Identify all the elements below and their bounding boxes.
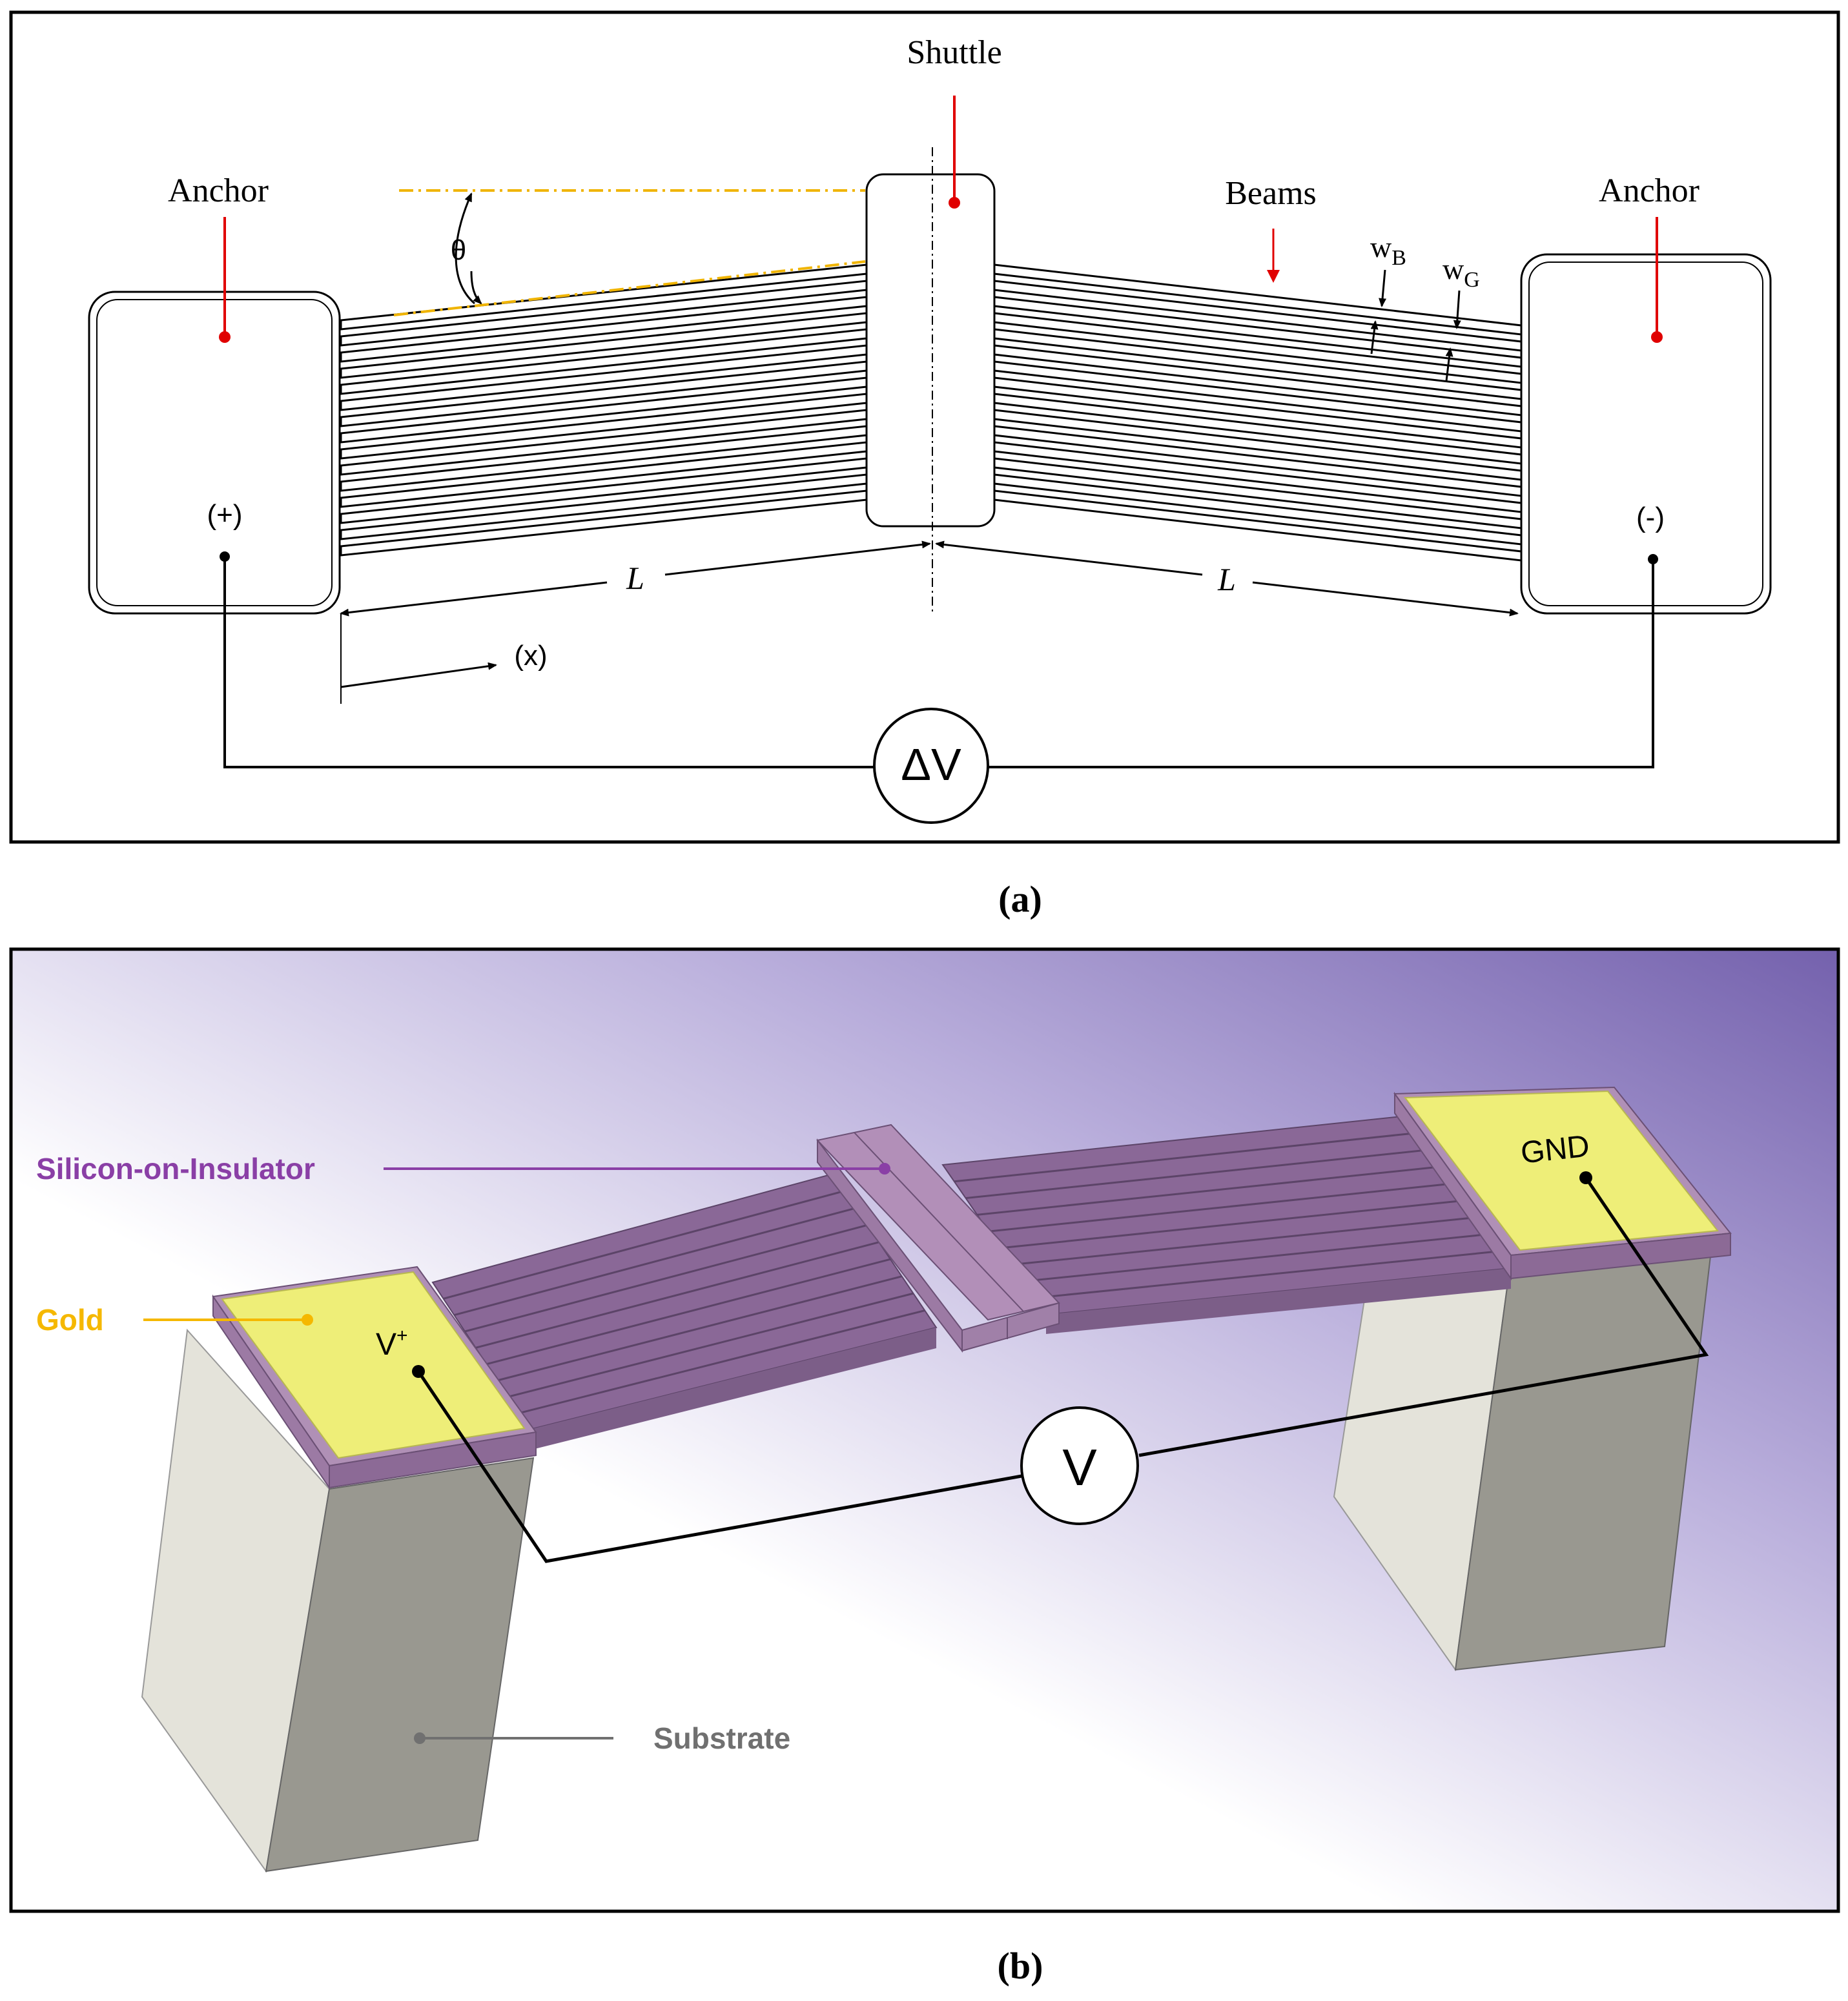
shuttle-block bbox=[816, 1124, 1060, 1353]
substrate-callout-dot bbox=[414, 1732, 426, 1744]
beam-stripe bbox=[977, 1165, 1442, 1216]
shuttle bbox=[865, 173, 996, 528]
anchor-left-callout-dot bbox=[219, 331, 231, 343]
anchor-left-label: Anchor bbox=[168, 172, 269, 209]
beam-stripe bbox=[988, 1182, 1454, 1233]
wb-arrow-bottom bbox=[1370, 320, 1379, 354]
circuit-b-wire-right bbox=[1138, 1176, 1709, 1457]
beam-stripe bbox=[1000, 1199, 1466, 1249]
right-pad bbox=[1393, 1086, 1732, 1281]
gold-callout-dot bbox=[302, 1314, 313, 1326]
right-pillar bbox=[1333, 1238, 1714, 1672]
beam-stripe bbox=[1011, 1216, 1477, 1266]
length-left-label: L bbox=[626, 560, 644, 596]
beam-stripe bbox=[1034, 1250, 1500, 1299]
beams-callout-arrowhead bbox=[1267, 270, 1280, 283]
gold-label: Gold bbox=[36, 1303, 104, 1337]
shuttle-callout-dot bbox=[949, 197, 960, 209]
left-anchor bbox=[88, 291, 341, 615]
wb-label: wB bbox=[1370, 231, 1406, 270]
length-left-dimension bbox=[340, 581, 608, 617]
vplus-label: V+ bbox=[376, 1325, 408, 1362]
anchor-right-callout-dot bbox=[1651, 331, 1663, 343]
beams-label: Beams bbox=[1225, 175, 1317, 212]
wg-arrow-bottom bbox=[1445, 347, 1453, 382]
beam-stripe bbox=[1023, 1233, 1488, 1282]
circuit-wire bbox=[223, 557, 874, 768]
length-right-dimension bbox=[935, 540, 1203, 576]
minus-label: (-) bbox=[1636, 502, 1665, 533]
circuit-wire-right bbox=[988, 559, 1654, 768]
soi-callout-dot bbox=[879, 1163, 890, 1175]
voltmeter bbox=[1020, 1406, 1139, 1525]
circuit-b-wire-left bbox=[416, 1370, 1022, 1563]
panel-b: V V+ GND Silicon-on-Insulator Gold Subst… bbox=[9, 947, 1840, 1913]
beam-stripe bbox=[518, 1309, 925, 1415]
x-axis-arrow bbox=[340, 662, 497, 688]
beam-stripe bbox=[508, 1292, 914, 1398]
anchor-right-label: Anchor bbox=[1599, 172, 1699, 209]
right-beam-block bbox=[941, 1114, 1512, 1334]
beam-stripe bbox=[443, 1189, 845, 1300]
voltmeter-label: V bbox=[1062, 1439, 1097, 1496]
substrate-label: Substrate bbox=[653, 1721, 790, 1755]
plus-label: (+) bbox=[207, 499, 243, 531]
theta-arc bbox=[455, 192, 475, 305]
caption-b: (b) bbox=[998, 1945, 1043, 1987]
panel-b-frame bbox=[9, 947, 1840, 1913]
right-anchor bbox=[1520, 253, 1772, 615]
caption-a: (a) bbox=[998, 878, 1042, 920]
gnd-terminal bbox=[1579, 1171, 1592, 1184]
length-right-dimension-b bbox=[1252, 581, 1519, 617]
wb-arrow-top bbox=[1379, 269, 1387, 307]
beam-stripe bbox=[475, 1241, 879, 1349]
beam-stripe bbox=[486, 1258, 891, 1366]
soi-label: Silicon-on-Insulator bbox=[36, 1152, 315, 1185]
left-pillar bbox=[141, 1328, 535, 1873]
voltage-label: ΔV bbox=[901, 739, 961, 790]
beam-stripe bbox=[965, 1148, 1431, 1200]
voltage-source bbox=[873, 708, 989, 824]
beam-stripe bbox=[497, 1275, 903, 1382]
theta-label: θ bbox=[451, 234, 466, 266]
gnd-label: GND bbox=[1519, 1129, 1592, 1171]
panel-a: θ Shuttle Anchor Anchor Beams wB wG (+) … bbox=[9, 10, 1840, 844]
x-axis-label: (x) bbox=[514, 640, 547, 672]
shuttle-label: Shuttle bbox=[907, 34, 1001, 71]
wg-arrow-top bbox=[1453, 290, 1461, 329]
length-right-label: L bbox=[1217, 561, 1236, 597]
theta-guide-inclined bbox=[393, 260, 866, 316]
vplus-terminal bbox=[412, 1365, 425, 1378]
right-gold-pad bbox=[1404, 1090, 1719, 1251]
length-left-dimension-b bbox=[664, 540, 931, 576]
beam-stripe bbox=[954, 1131, 1419, 1183]
wg-label: wG bbox=[1442, 252, 1480, 292]
theta-arc-start bbox=[470, 271, 482, 305]
beam-stripe bbox=[464, 1224, 868, 1333]
beam-stripe bbox=[453, 1207, 856, 1317]
